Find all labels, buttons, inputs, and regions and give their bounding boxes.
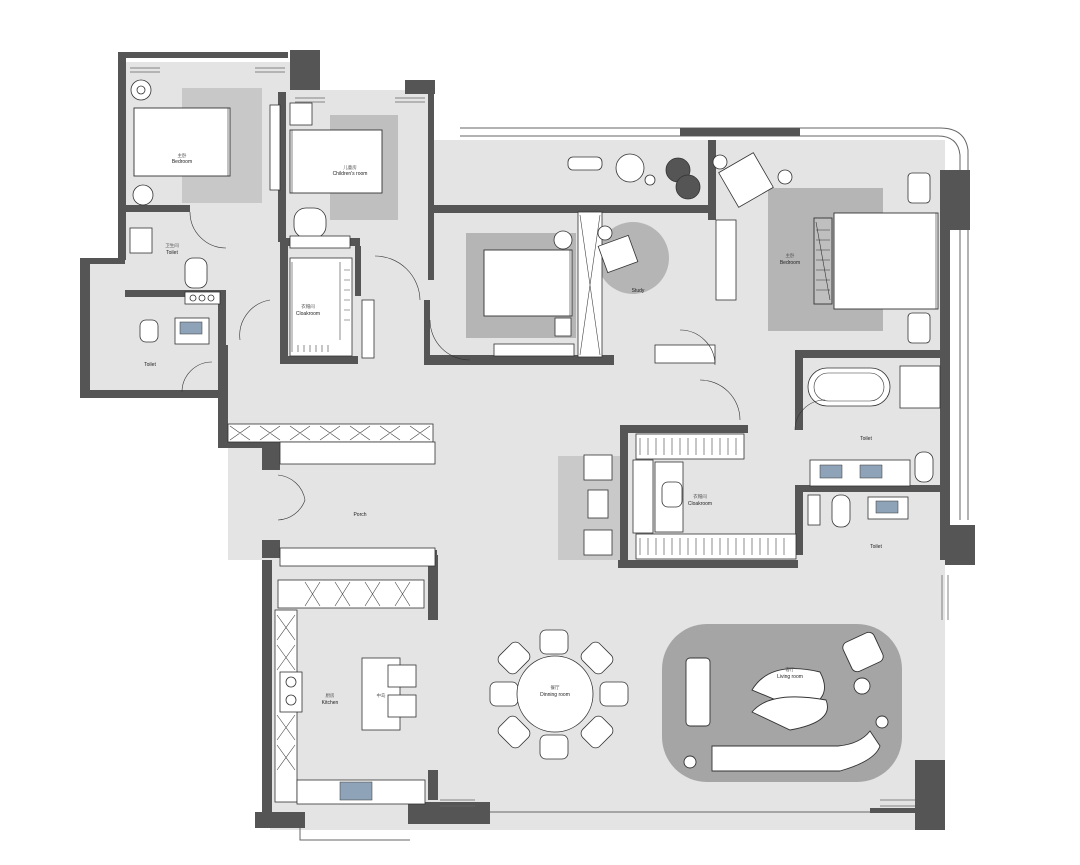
cooktop [279, 671, 303, 713]
kitchen-cn: 厨房 [326, 692, 335, 699]
toilet-2-en: Toilet [144, 362, 156, 368]
cloakroom-left-cn: 衣帽间 [301, 303, 315, 310]
study-en: Study [632, 288, 645, 294]
cloak-center [583, 454, 613, 556]
living-furniture [683, 631, 889, 772]
label-cloakroom-left: 衣帽间 Cloakroom [296, 303, 320, 317]
bed-details [227, 108, 937, 316]
bathtub-inner [813, 372, 885, 402]
bed-right [833, 212, 939, 310]
label-bedroom-right: 主卧 Bedroom [780, 252, 800, 266]
kitchen-en: Kitchen [322, 700, 339, 706]
tv-cabinet-right [361, 299, 375, 359]
sofa-curved [711, 730, 881, 772]
living-room-en: Living room [777, 674, 803, 680]
balcony-items [567, 153, 701, 200]
wardrobe-porch-top [279, 441, 436, 465]
label-porch: Porch [353, 512, 366, 518]
toilet-4-en: Toilet [870, 544, 882, 550]
wardrobe-right [715, 219, 737, 301]
label-toilet-1: 卫生间 Toilet [165, 242, 179, 256]
cloakroom-left-en: Cloakroom [296, 311, 320, 317]
toilet-1-en: Toilet [166, 250, 178, 256]
living-room-cn: 客厅 [786, 666, 795, 673]
door-swings [181, 211, 826, 521]
label-dining-room: 餐厅 Dinning room [540, 684, 570, 698]
dining-set [489, 629, 629, 760]
label-childrens-room: 儿童房 Children's room [333, 164, 368, 177]
study-furniture [289, 152, 774, 533]
kitchen-tall-cabinets [277, 579, 425, 609]
desk-center [493, 343, 575, 357]
dining-room-en: Dinning room [540, 692, 570, 698]
cloakroom-right-cn: 衣帽间 [693, 493, 707, 500]
label-toilet-2: Toilet [144, 362, 156, 368]
toilet-3-en: Toilet [860, 436, 872, 442]
label-master-bedroom: 主卧 Bedroom [172, 152, 192, 165]
bathroom-glass [179, 321, 899, 801]
windows [130, 67, 949, 807]
room-labels: 主卧 Bedroom 儿童房 Children's room 主卧 Bedroo… [144, 152, 882, 706]
dining-chairs [489, 629, 629, 760]
master-bedroom-en: Bedroom [172, 159, 192, 165]
label-toilet-3: Toilet [860, 436, 872, 442]
walls [80, 50, 975, 830]
bed-children [289, 129, 383, 194]
sofa-single [685, 657, 711, 727]
wardrobes [227, 211, 797, 805]
nightstands [130, 79, 931, 344]
wardrobe-porch-bottom [279, 547, 436, 567]
childrens-room-cn: 儿童房 [343, 164, 357, 171]
childrens-room-en: Children's room [333, 171, 368, 177]
cloakroom-right-en: Cloakroom [688, 501, 712, 507]
toilet-1-cn: 卫生间 [165, 242, 179, 249]
master-bedroom-cn: 主卧 [178, 152, 187, 159]
wardrobe-cloak-top [635, 433, 745, 460]
dining-room-cn: 餐厅 [551, 684, 560, 691]
label-study: Study [632, 288, 645, 294]
armchair [842, 631, 884, 673]
wardrobe-cloak-left [632, 459, 654, 534]
porch-en: Porch [353, 512, 366, 518]
kitchen-furniture [279, 657, 417, 731]
label-kitchen: 厨房 Kitchen [322, 692, 339, 706]
label-island: 中岛 [377, 692, 386, 699]
bedroom-right-cn: 主卧 [786, 252, 795, 259]
label-toilet-4: Toilet [870, 544, 882, 550]
bedroom-right-en: Bedroom [780, 260, 800, 266]
label-cloakroom-right: 衣帽间 Cloakroom [688, 493, 712, 507]
cabinet-hatch [229, 214, 785, 771]
bed-center [483, 249, 573, 317]
dining-table [516, 655, 594, 733]
coffee-table-2 [751, 696, 828, 731]
wardrobe-cloak-l-small [289, 257, 353, 357]
bed-master [133, 107, 231, 177]
wardrobe-cloak-bottom [635, 533, 797, 560]
label-living-room: 客厅 Living room [777, 666, 803, 680]
outer-outline [299, 127, 969, 841]
island-cn: 中岛 [377, 692, 386, 699]
